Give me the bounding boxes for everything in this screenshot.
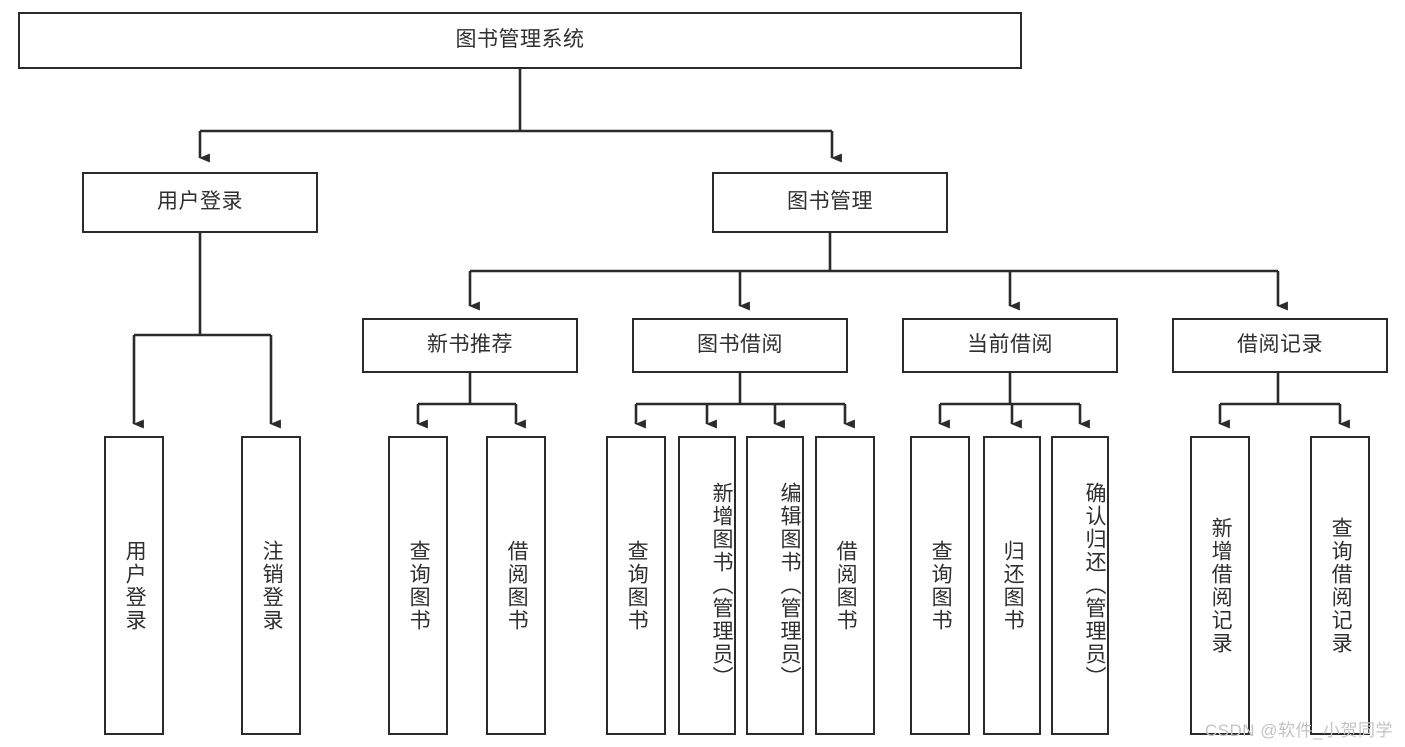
node-cb-return-book-label: 归还图书 (1001, 539, 1025, 632)
node-user-login-label: 用户登录 (157, 190, 243, 214)
node-cb-return-book[interactable]: 归还图书 (983, 436, 1041, 735)
node-user-login[interactable]: 用户登录 (82, 172, 318, 233)
node-borrow-record-label: 借阅记录 (1237, 333, 1323, 357)
node-bb-add-book-admin-label: 新增图书（管理员） (710, 482, 733, 689)
node-bb-edit-book-admin-label: 编辑图书（管理员） (778, 482, 801, 689)
node-nbr-query-book-label: 查询图书 (407, 539, 431, 632)
node-br-add-record[interactable]: 新增借阅记录 (1190, 436, 1250, 735)
node-cb-confirm-return-admin[interactable]: 确认归还（管理员） (1051, 436, 1109, 735)
node-br-query-record[interactable]: 查询借阅记录 (1310, 436, 1370, 735)
node-nbr-borrow-book[interactable]: 借阅图书 (486, 436, 546, 735)
node-current-borrow-label: 当前借阅 (967, 333, 1053, 357)
node-br-query-record-label: 查询借阅记录 (1329, 516, 1353, 655)
node-cb-confirm-return-admin-label: 确认归还（管理员） (1083, 482, 1106, 689)
node-root[interactable]: 图书管理系统 (18, 12, 1022, 69)
node-book-borrow[interactable]: 图书借阅 (632, 318, 848, 373)
node-book-manage[interactable]: 图书管理 (712, 172, 948, 233)
node-user-login-leaf-label: 用户登录 (123, 539, 147, 632)
watermark: CSDN @软件_小贺同学 (1204, 721, 1393, 740)
node-current-borrow[interactable]: 当前借阅 (902, 318, 1118, 373)
node-bb-query-book[interactable]: 查询图书 (606, 436, 666, 735)
node-root-label: 图书管理系统 (455, 28, 585, 52)
node-user-logout-leaf-label: 注销登录 (260, 539, 284, 632)
node-user-logout-leaf[interactable]: 注销登录 (241, 436, 301, 735)
node-user-login-leaf[interactable]: 用户登录 (104, 436, 164, 735)
node-book-borrow-label: 图书借阅 (697, 333, 783, 357)
node-br-add-record-label: 新增借阅记录 (1209, 516, 1233, 655)
node-new-book-recommend[interactable]: 新书推荐 (362, 318, 578, 373)
node-nbr-query-book[interactable]: 查询图书 (388, 436, 448, 735)
node-cb-query-book[interactable]: 查询图书 (910, 436, 970, 735)
node-bb-borrow-book[interactable]: 借阅图书 (815, 436, 875, 735)
node-book-manage-label: 图书管理 (787, 190, 873, 214)
node-cb-query-book-label: 查询图书 (929, 539, 953, 632)
node-bb-borrow-book-label: 借阅图书 (834, 539, 858, 632)
node-new-book-recommend-label: 新书推荐 (427, 333, 513, 357)
node-nbr-borrow-book-label: 借阅图书 (505, 539, 529, 632)
node-bb-query-book-label: 查询图书 (625, 539, 649, 632)
node-bb-add-book-admin[interactable]: 新增图书（管理员） (678, 436, 736, 735)
node-borrow-record[interactable]: 借阅记录 (1172, 318, 1388, 373)
node-bb-edit-book-admin[interactable]: 编辑图书（管理员） (746, 436, 804, 735)
